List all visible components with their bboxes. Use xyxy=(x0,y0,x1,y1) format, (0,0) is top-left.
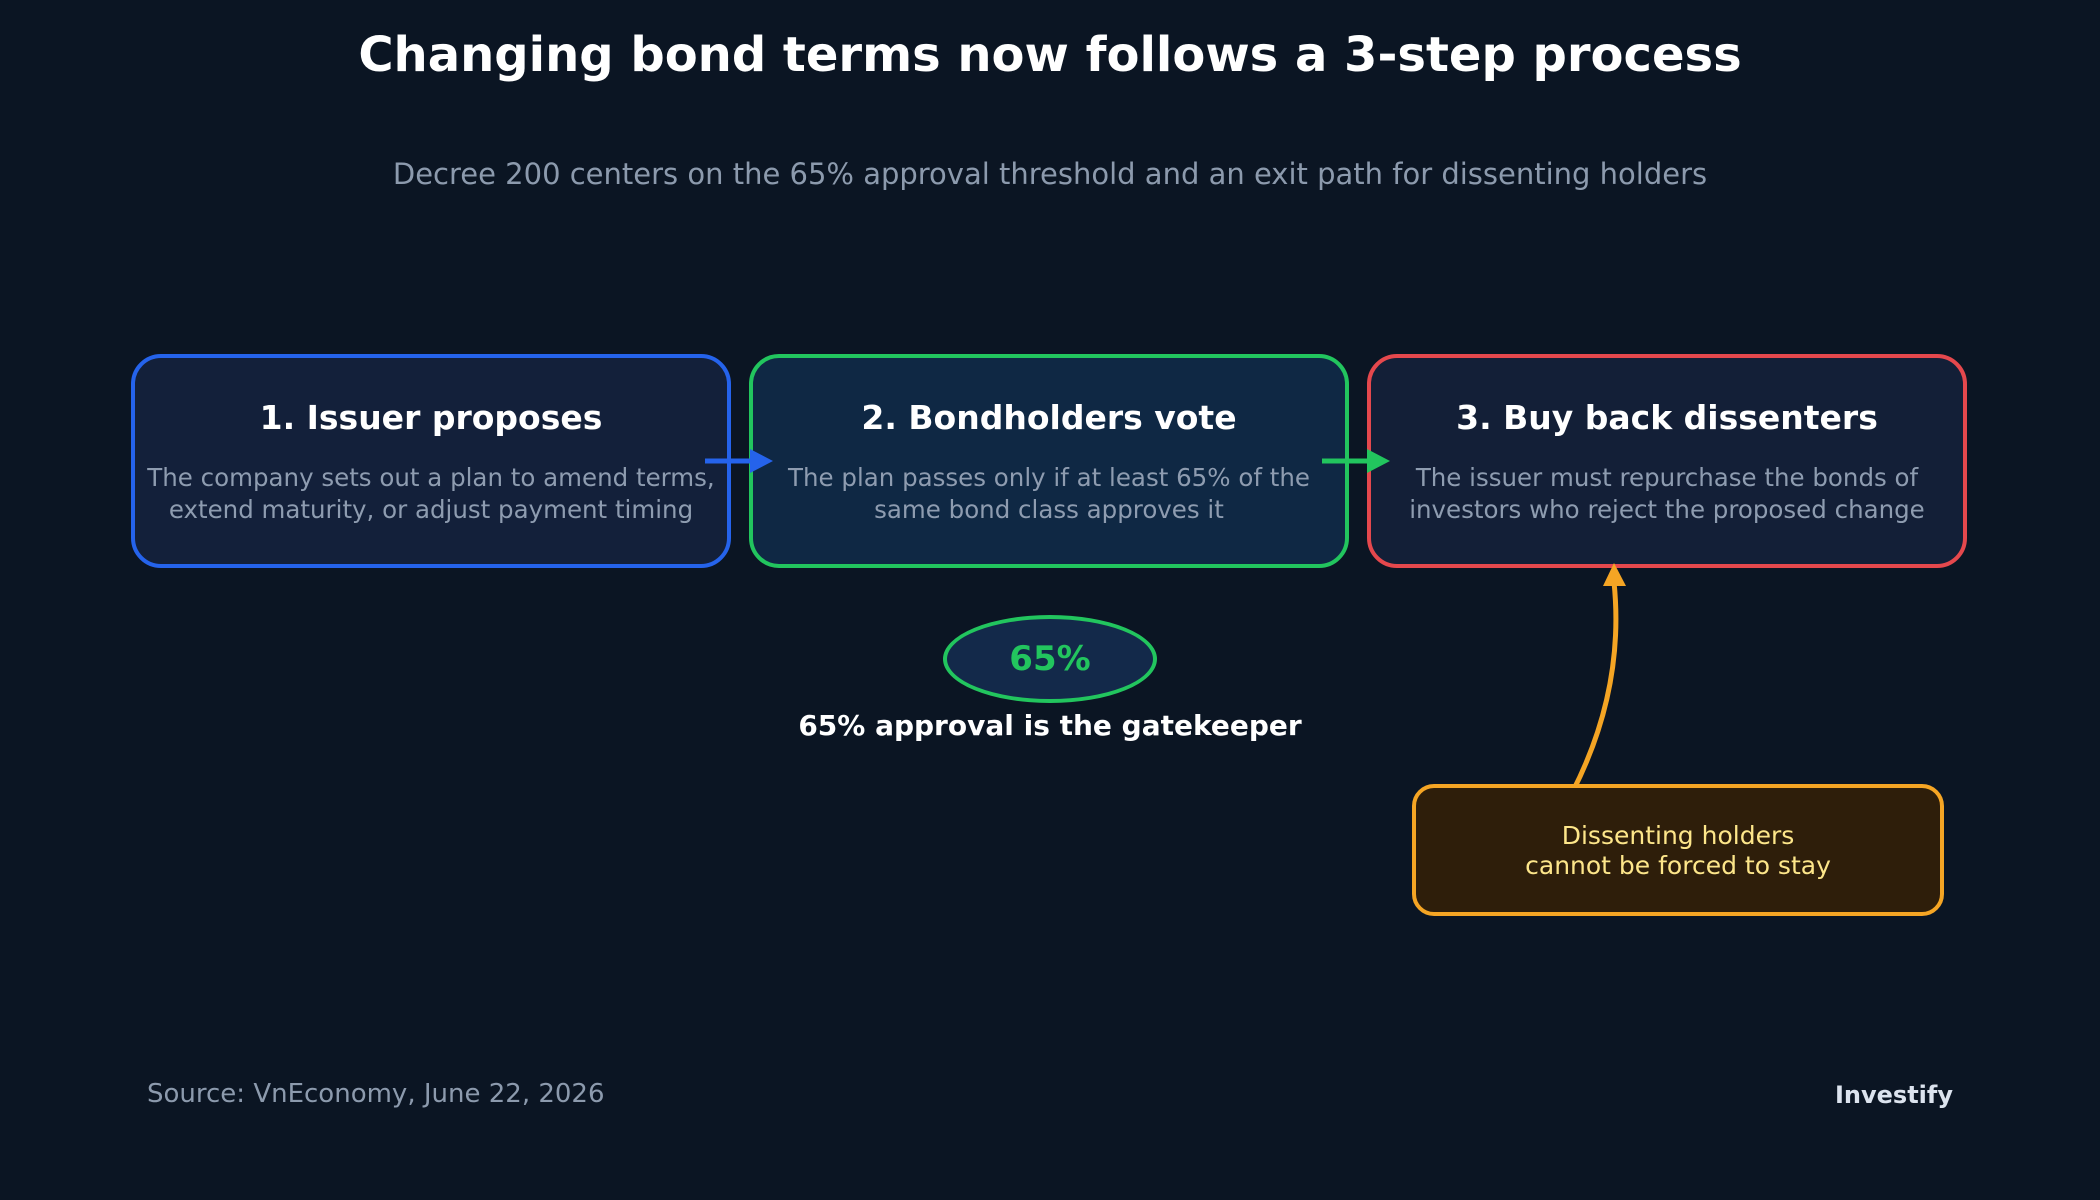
brand-logo-text: Investify xyxy=(1834,1081,1953,1109)
step-description: The plan passes only if at least 65% of … xyxy=(763,462,1335,526)
step-title: 1. Issuer proposes xyxy=(259,398,603,437)
arrow-head-icon xyxy=(1367,449,1390,473)
threshold-label: 65% approval is the gatekeeper xyxy=(798,709,1302,742)
step-description: The issuer must repurchase the bonds of … xyxy=(1381,462,1953,526)
step-description-line: same bond class approves it xyxy=(874,495,1224,524)
step-title: 3. Buy back dissenters xyxy=(1456,398,1878,437)
dissenting-holders-callout: Dissenting holders cannot be forced to s… xyxy=(1412,784,1944,916)
callout-line: cannot be forced to stay xyxy=(1525,851,1831,880)
step-description-line: The plan passes only if at least 65% of … xyxy=(788,463,1310,492)
diagram-subtitle: Decree 200 centers on the 65% approval t… xyxy=(392,157,1708,191)
step-issuer-proposes-box: 1. Issuer proposes The company sets out … xyxy=(131,354,731,568)
step-description-line: The issuer must repurchase the bonds of xyxy=(1415,463,1919,492)
source-note: Source: VnEconomy, June 22, 2026 xyxy=(147,1079,605,1109)
step-description-line: extend maturity, or adjust payment timin… xyxy=(168,495,694,524)
arrow-head-icon xyxy=(1603,563,1626,586)
step-buy-back-dissenters-box: 3. Buy back dissenters The issuer must r… xyxy=(1367,354,1967,568)
step-description-line: The company sets out a plan to amend ter… xyxy=(147,463,715,492)
step-title: 2. Bondholders vote xyxy=(861,398,1237,437)
arrow-head-icon xyxy=(750,449,773,473)
step-description-line: investors who reject the proposed change xyxy=(1409,495,1925,524)
callout-line: Dissenting holders xyxy=(1561,821,1795,850)
step-description: The company sets out a plan to amend ter… xyxy=(145,462,717,526)
callout-arrow xyxy=(1570,579,1619,794)
diagram-title: Changing bond terms now follows a 3-step… xyxy=(358,27,1742,83)
threshold-badge: 65% xyxy=(943,615,1157,703)
